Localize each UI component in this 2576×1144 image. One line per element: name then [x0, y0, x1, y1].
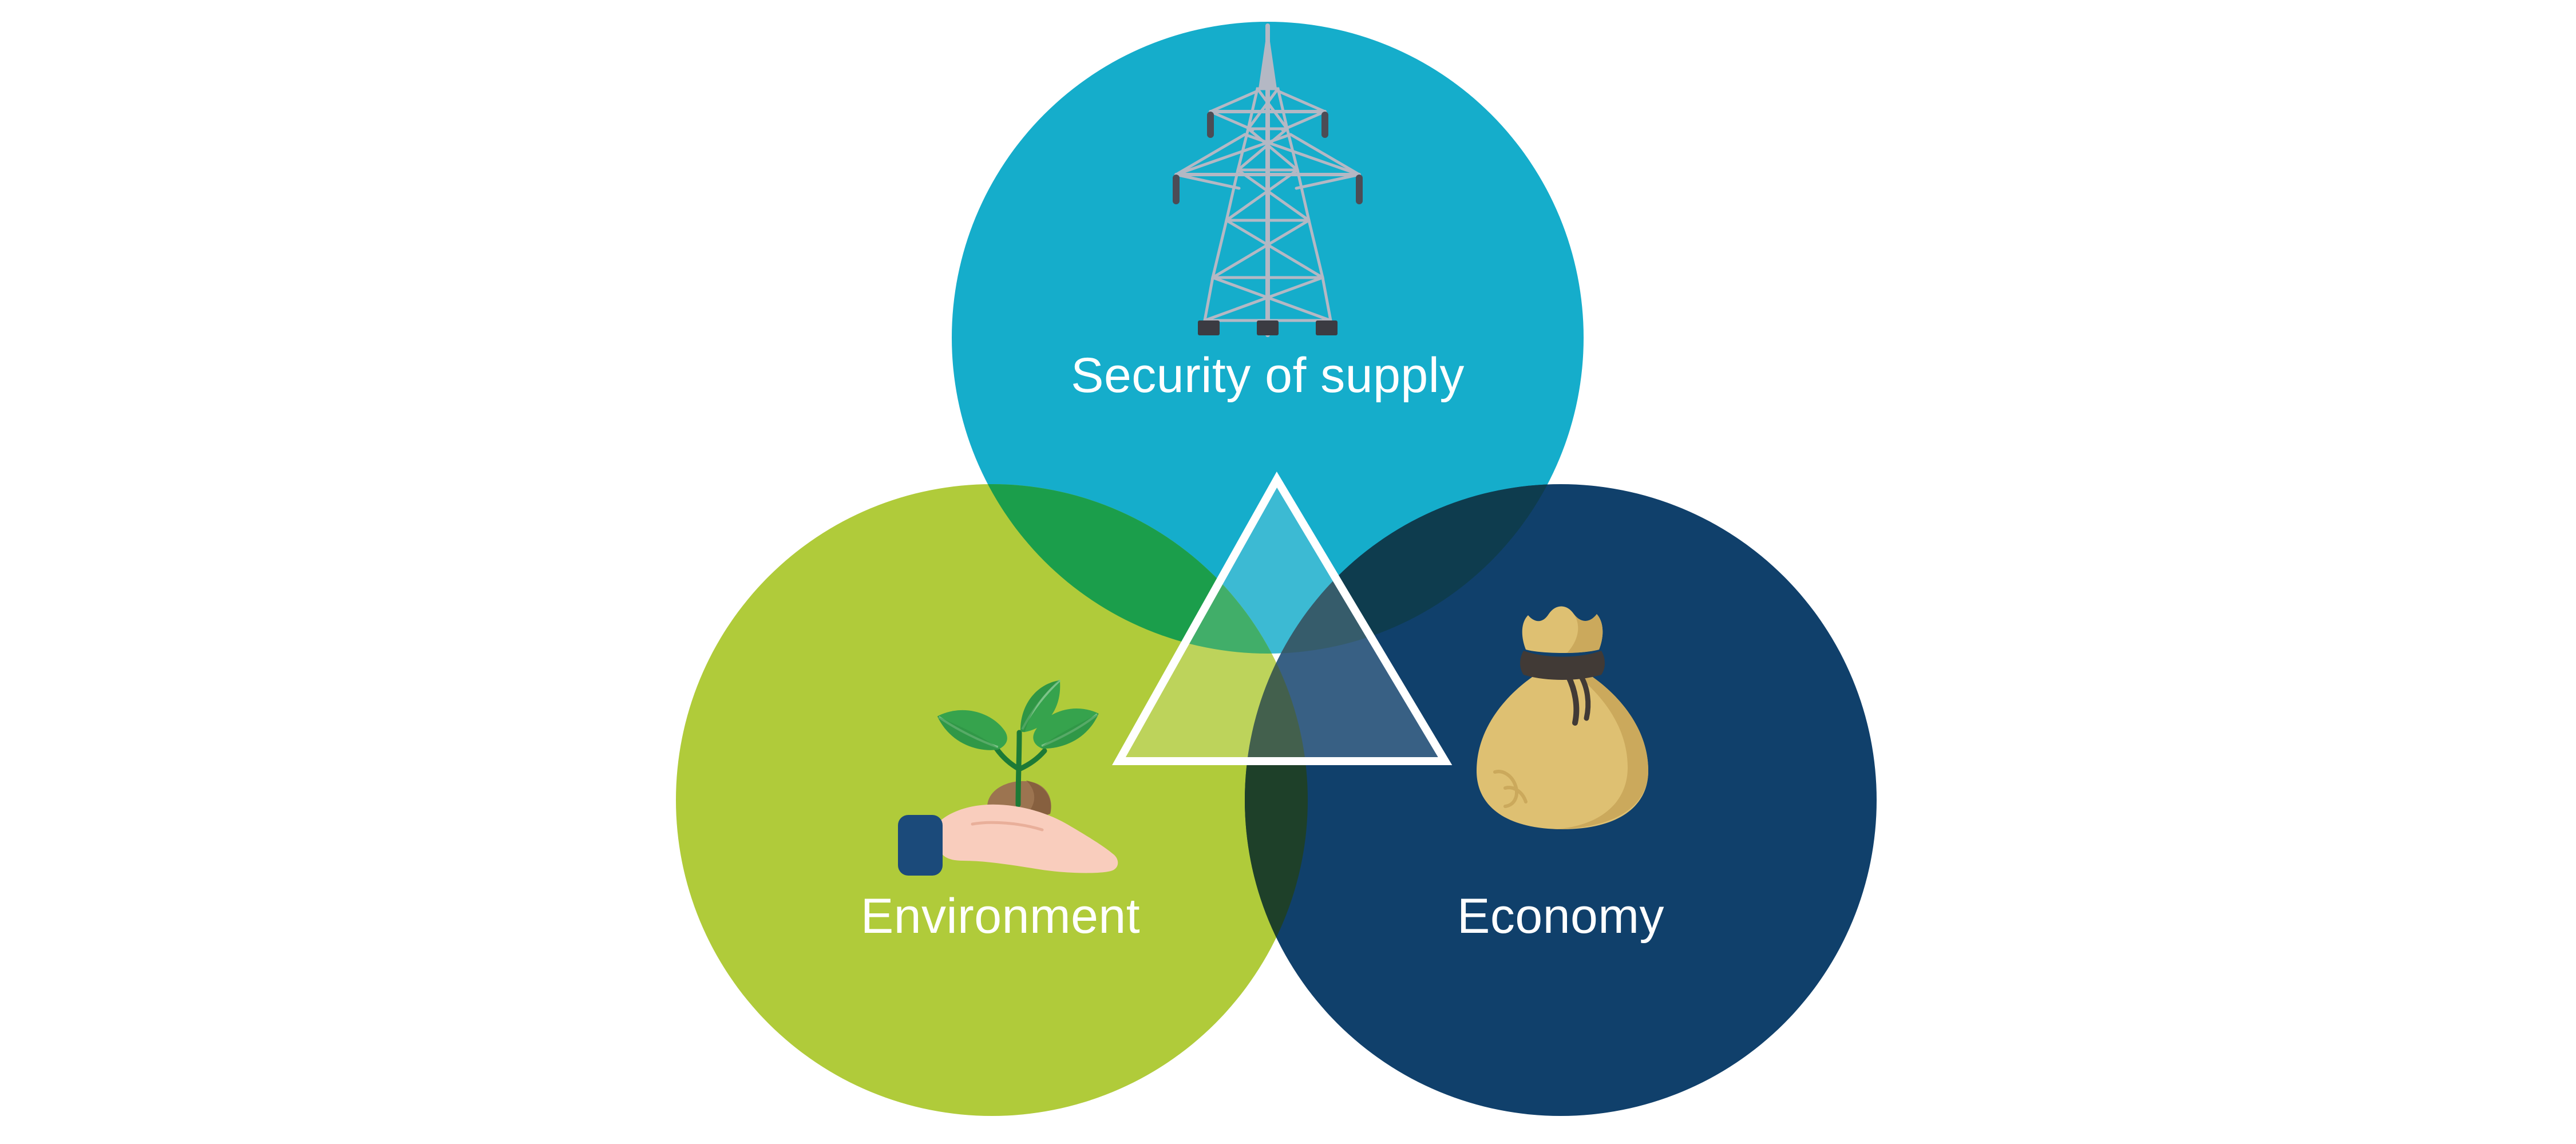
label-environment: Environment [861, 889, 1140, 944]
label-security-of-supply: Security of supply [1071, 348, 1465, 403]
hand-holding-plant-icon [898, 679, 1118, 876]
transmission-tower-icon [1173, 23, 1363, 337]
circle-security-of-supply[interactable] [952, 22, 1584, 654]
money-bag-icon [1477, 606, 1648, 829]
label-economy: Economy [1457, 889, 1664, 944]
center-triangle [1112, 472, 1453, 765]
